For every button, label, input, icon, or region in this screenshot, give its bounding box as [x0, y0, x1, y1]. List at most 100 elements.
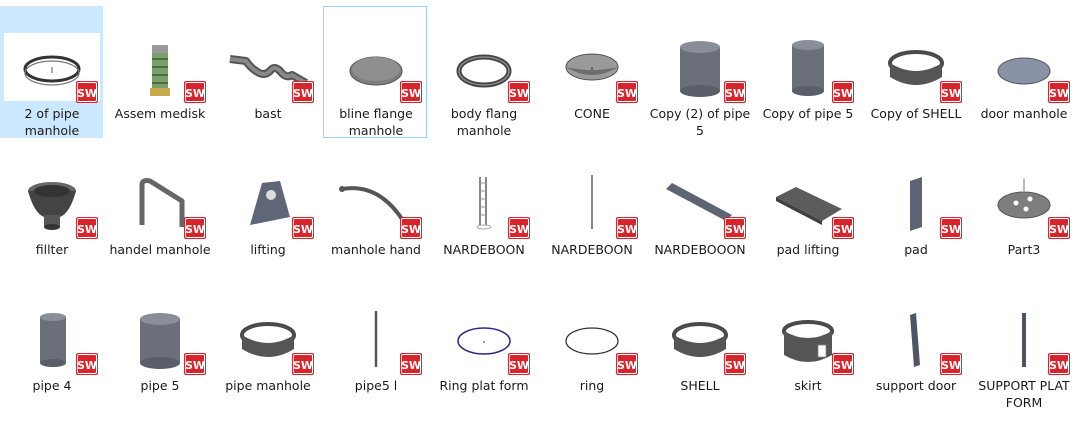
- solidworks-badge-icon: SW: [832, 81, 854, 103]
- file-name: pipe manhole: [225, 378, 311, 393]
- file-name: lifting: [250, 242, 286, 257]
- file-item[interactable]: SW ring: [539, 278, 643, 410]
- file-name: skirt: [794, 378, 822, 393]
- solidworks-badge-icon: SW: [400, 353, 422, 375]
- handle-icon: [112, 169, 208, 237]
- solidworks-badge-icon: SW: [616, 217, 638, 239]
- file-item[interactable]: SW lifting: [215, 142, 319, 274]
- file-name: Copy (2) of pipe 5: [649, 106, 751, 138]
- file-name: bline flange manhole: [339, 106, 413, 138]
- solidworks-badge-icon: SW: [616, 353, 638, 375]
- file-item[interactable]: SW fillter: [0, 142, 103, 274]
- svg-text:SW: SW: [617, 87, 637, 100]
- svg-text:SW: SW: [293, 223, 313, 236]
- file-item[interactable]: SW body flang manhole: [431, 6, 535, 138]
- svg-text:SW: SW: [509, 359, 529, 372]
- file-item[interactable]: SW Copy of pipe 5: [755, 6, 859, 138]
- file-item[interactable]: SW Copy of SHELL: [863, 6, 967, 138]
- svg-text:SW: SW: [941, 359, 961, 372]
- file-name: NARDEBOOON: [654, 242, 746, 257]
- svg-text:SW: SW: [725, 87, 745, 100]
- clamp-icon: [220, 33, 316, 101]
- file-name: NARDEBOON: [551, 242, 633, 257]
- solidworks-badge-icon: SW: [400, 217, 422, 239]
- shell-icon: [868, 33, 964, 101]
- file-item[interactable]: SW bline flange manhole: [323, 6, 427, 138]
- file-name: Ring plat form: [439, 378, 529, 393]
- file-name: support door: [875, 378, 957, 393]
- file-name: Part3: [1007, 242, 1041, 257]
- solidworks-badge-icon: SW: [292, 81, 314, 103]
- disc-icon: [328, 33, 424, 101]
- svg-text:SW: SW: [401, 87, 421, 100]
- file-item[interactable]: SW handel manhole: [107, 142, 211, 274]
- file-item[interactable]: SW skirt: [755, 278, 859, 410]
- file-name: pad: [904, 242, 928, 257]
- file-name: pad lifting: [776, 242, 840, 257]
- ring-thin-icon: [544, 305, 640, 373]
- cylinder-icon: [652, 33, 748, 101]
- cylinder-tall-icon: [4, 305, 100, 373]
- file-name: Copy of SHELL: [870, 106, 962, 121]
- rod-icon: [544, 169, 640, 237]
- solidworks-badge-icon: SW: [292, 217, 314, 239]
- svg-text:SW: SW: [833, 359, 853, 372]
- solidworks-badge-icon: SW: [724, 353, 746, 375]
- solidworks-badge-icon: SW: [508, 353, 530, 375]
- file-item[interactable]: SW support door: [863, 278, 967, 410]
- file-name: handel manhole: [109, 242, 211, 257]
- file-name: Copy of pipe 5: [762, 106, 854, 121]
- shell-icon: [220, 305, 316, 373]
- file-name: ring: [579, 378, 605, 393]
- ring-blue-icon: [436, 305, 532, 373]
- support-icon: [868, 305, 964, 373]
- file-name: 2 of pipe manhole: [24, 106, 80, 138]
- file-name: pipe5 l: [354, 378, 398, 393]
- solidworks-badge-icon: SW: [184, 217, 206, 239]
- svg-text:SW: SW: [77, 223, 97, 236]
- solidworks-badge-icon: SW: [508, 81, 530, 103]
- file-item[interactable]: SW Copy (2) of pipe 5: [647, 6, 751, 138]
- file-name: fillter: [35, 242, 69, 257]
- solidworks-badge-icon: SW: [76, 353, 98, 375]
- svg-text:SW: SW: [833, 87, 853, 100]
- file-item[interactable]: SW NARDEBOON: [539, 142, 643, 274]
- solidworks-badge-icon: SW: [832, 353, 854, 375]
- solidworks-badge-icon: SW: [1048, 217, 1070, 239]
- svg-text:SW: SW: [509, 87, 529, 100]
- file-name: manhole hand: [331, 242, 421, 257]
- svg-text:SW: SW: [941, 223, 961, 236]
- svg-text:SW: SW: [941, 87, 961, 100]
- plate-icon: [868, 169, 964, 237]
- solidworks-badge-icon: SW: [1048, 81, 1070, 103]
- solidworks-badge-icon: SW: [184, 81, 206, 103]
- file-item[interactable]: SW manhole hand: [323, 142, 427, 274]
- support-thin-icon: [976, 305, 1072, 373]
- file-name: body flang manhole: [450, 106, 518, 138]
- file-item[interactable]: SW CONE: [539, 6, 643, 138]
- svg-text:SW: SW: [185, 87, 205, 100]
- file-name: SUPPORT PLAT FORM: [978, 378, 1070, 410]
- ladder-icon: [436, 169, 532, 237]
- file-item[interactable]: SW pad: [863, 142, 967, 274]
- file-name: CONE: [574, 106, 610, 121]
- file-item[interactable]: SW Ring plat form: [431, 278, 535, 410]
- svg-text:SW: SW: [1049, 87, 1069, 100]
- file-item[interactable]: SW Part3: [971, 142, 1075, 274]
- cylinder-icon: [112, 305, 208, 373]
- file-name: NARDEBOON: [443, 242, 525, 257]
